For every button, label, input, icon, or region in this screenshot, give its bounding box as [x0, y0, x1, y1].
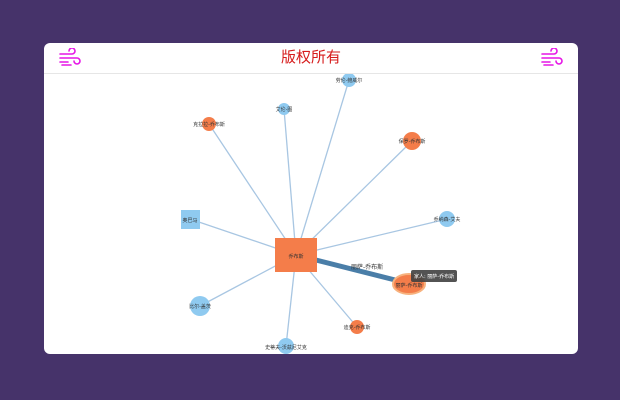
node-lauren[interactable] [342, 74, 356, 87]
node-lisa-label: 丽萨-乔布斯 [396, 282, 423, 289]
wind-icon[interactable] [540, 48, 564, 68]
link-lauren [295, 79, 350, 256]
relationship-graph[interactable]: 丽萨-乔布斯 乔布斯 丽萨-乔布斯 家人: 丽萨-乔布斯 保罗-乔布斯 克拉拉-… [44, 74, 578, 354]
link-ive [295, 218, 448, 256]
node-obama-label: 奥巴马 [182, 217, 197, 224]
node-alan[interactable] [278, 103, 290, 115]
highlight-link-label: 丽萨-乔布斯 [351, 263, 383, 271]
node-center-label: 乔布斯 [288, 253, 303, 260]
node-ive-label: 乔纳森-艾夫 [434, 216, 461, 223]
header-bar: 版权所有 [44, 43, 578, 74]
link-alan [283, 108, 297, 256]
node-clara-label: 克拉拉-乔布斯 [193, 121, 225, 128]
node-gates[interactable] [190, 296, 210, 316]
tooltip-text: 家人: 丽萨-乔布斯 [414, 273, 454, 280]
node-lauren-label: 劳伦-鲍威尔 [336, 77, 363, 84]
graph-links [189, 79, 448, 347]
node-center[interactable] [275, 238, 317, 272]
page-title: 版权所有 [280, 48, 341, 66]
node-wozniak-label: 史蒂夫-沃兹尼艾克 [265, 344, 307, 351]
node-paul-label: 保罗-乔布斯 [399, 138, 426, 145]
wind-icon[interactable] [58, 48, 82, 68]
tooltip-box [411, 270, 457, 282]
node-ive[interactable] [439, 211, 455, 227]
node-dick[interactable] [350, 320, 364, 334]
node-gates-label: 比尔-盖茨 [189, 303, 211, 310]
node-clara[interactable] [202, 117, 216, 131]
node-paul[interactable] [403, 132, 421, 150]
node-wozniak[interactable] [278, 338, 294, 354]
node-obama[interactable] [181, 210, 200, 229]
node-alan-label: 艾伦-图 [276, 106, 293, 113]
link-clara [208, 123, 297, 256]
node-dick-label: 迪克-乔布斯 [344, 324, 371, 331]
main-card: 版权所有 丽萨-乔布斯 乔布斯 [44, 43, 578, 354]
link-paul [295, 140, 413, 256]
